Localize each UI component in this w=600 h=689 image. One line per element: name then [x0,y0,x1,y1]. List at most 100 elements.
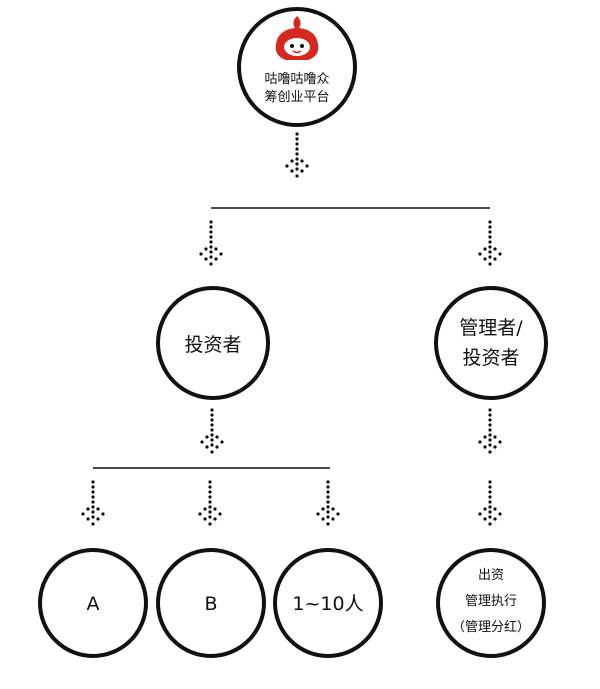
arrow-dot [213,507,217,511]
arrow-dot [204,247,208,251]
funding-label-line2: 管理执行 [465,594,517,609]
arrow-dot [285,164,289,168]
arrow-dot [488,433,492,437]
arrow-dot [488,262,492,266]
arrow-dot [493,445,497,449]
arrow-dot [478,440,482,444]
arrow-dot [483,445,487,449]
arrow-to-manager [478,220,502,266]
node-c: 1~10人 [273,548,383,658]
arrow-manager-down [478,408,502,454]
arrows [81,132,502,526]
arrow-to-funding [478,480,502,526]
arrow-dot [210,408,214,412]
arrow-dot [295,142,299,146]
arrow-dot [91,500,95,504]
arrow-dot [488,510,492,514]
funding-management-node-circle [436,548,546,658]
arrow-dot [290,159,294,163]
arrow-dot [208,522,212,526]
arrow-dot [326,490,330,494]
arrow-dot [488,522,492,526]
arrow-dot [214,247,218,251]
arrow-dot [210,413,214,417]
arrow-dot [91,505,95,509]
arrow-dot [208,495,212,499]
arrow-dot [483,257,487,261]
manager-investor-node: 管理者/ 投资者 [434,286,548,400]
node-b: B [156,548,266,658]
arrow-dot [300,159,304,163]
arrow-dot [326,510,330,514]
arrow-root-down [285,132,309,178]
node-b-circle [156,548,266,658]
arrow-dot [91,490,95,494]
arrow-dot [91,515,95,519]
arrow-dot [101,512,105,516]
arrow-dot [208,485,212,489]
arrow-dot [215,435,219,439]
arrow-to-investor [199,220,223,266]
arrow-dot [210,428,214,432]
arrow-dot [331,507,335,511]
arrow-dot [210,450,214,454]
arrow-dot [295,137,299,141]
arrow-dot [488,235,492,239]
arrow-to-a [81,480,105,526]
arrow-dot [488,230,492,234]
arrow-dot [215,445,219,449]
arrow-dot [91,495,95,499]
arrow-dot [295,162,299,166]
arrow-dot [336,512,340,516]
investor-node-circle [156,286,270,400]
arrow-dot [316,512,320,516]
arrow-dot [483,507,487,511]
arrow-dot [493,517,497,521]
arrow-dot [488,423,492,427]
arrow-dot [290,169,294,173]
arrow-dot [210,433,214,437]
arrow-dot [493,247,497,251]
arrow-dot [204,257,208,261]
node-c-label: 1~10人 [292,593,363,615]
arrow-dot [488,480,492,484]
root-label-line2: 筹创业平台 [264,89,329,105]
arrow-dot [493,257,497,261]
arrow-dot [295,147,299,151]
arrow-dot [209,262,213,266]
arrow-dot [321,517,325,521]
root-label-line1: 咕噜咕噜众 [264,71,329,87]
arrow-dot [205,435,209,439]
arrow-to-b [198,480,222,526]
arrow-dot [488,250,492,254]
manager-investor-label-line1: 管理者/ [459,317,523,339]
arrow-dot [488,505,492,509]
arrow-dot [488,490,492,494]
arrow-dot [210,438,214,442]
root-node-circle [237,7,357,127]
arrow-dot [488,413,492,417]
arrow-dot [478,512,482,516]
arrow-dot [478,252,482,256]
arrow-dot [483,435,487,439]
arrow-dot [488,438,492,442]
arrow-investor-down [200,408,224,454]
arrow-dot [331,517,335,521]
node-a: A [38,548,148,658]
arrow-dot [321,507,325,511]
arrow-dot [208,515,212,519]
arrow-dot [498,440,502,444]
arrow-dot [326,485,330,489]
arrow-dot [300,169,304,173]
arrow-dot [493,507,497,511]
arrow-dot [209,220,213,224]
arrow-dot [208,490,212,494]
node-a-circle [38,548,148,658]
arrow-dot [208,505,212,509]
arrow-dot [91,485,95,489]
arrow-dot [488,240,492,244]
arrow-dot [205,445,209,449]
arrow-dot [200,440,204,444]
arrow-dot [213,517,217,521]
